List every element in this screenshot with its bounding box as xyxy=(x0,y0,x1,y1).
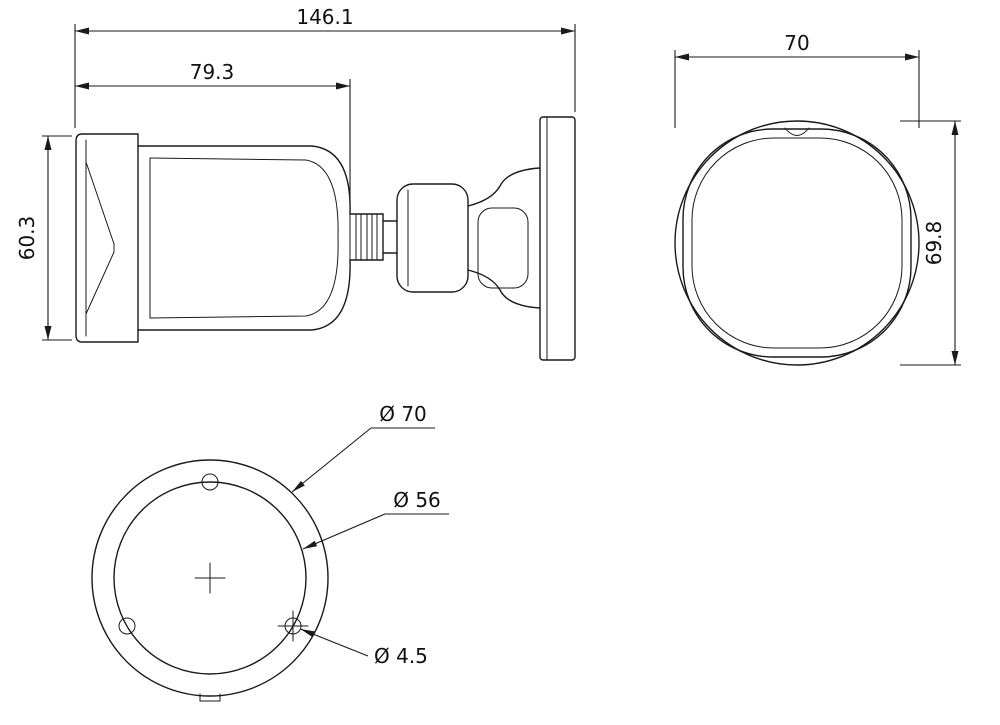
bell-bottom-outline xyxy=(467,269,541,309)
dim-body-height: 60.3 xyxy=(15,135,72,341)
lens-hood-outline xyxy=(75,133,139,343)
camera-side-outline xyxy=(75,116,576,361)
arrowhead xyxy=(303,540,318,549)
bell-top-outline xyxy=(467,167,541,207)
label-hole-diameter: Ø 4.5 xyxy=(374,644,428,668)
lens-cone-line xyxy=(85,251,115,315)
leader-hole-diameter: Ø 4.5 xyxy=(300,628,428,668)
arrowhead xyxy=(44,326,52,340)
camera-front-outline xyxy=(674,120,920,366)
front-face-outer xyxy=(682,128,912,358)
bolt-circle xyxy=(113,481,307,675)
arrowhead xyxy=(951,121,959,135)
leader-line xyxy=(291,427,372,493)
threaded-neck xyxy=(349,213,384,261)
arrowhead xyxy=(336,82,350,90)
label-bolt-circle: Ø 56 xyxy=(393,488,441,512)
base-outer-circle xyxy=(91,459,329,697)
arrowhead xyxy=(905,53,919,61)
arrowhead xyxy=(300,629,315,637)
dim-text-front-height: 69.8 xyxy=(922,221,946,266)
dim-overall-length: 146.1 xyxy=(74,5,576,128)
dim-front-height: 69.8 xyxy=(900,120,961,366)
arrowhead xyxy=(951,351,959,365)
mount-knuckle xyxy=(396,183,469,293)
bottom-view: Ø 70 Ø 56 Ø 4.5 xyxy=(91,402,449,702)
leader-line xyxy=(302,513,386,550)
front-face-inner xyxy=(691,137,903,349)
mounting-hole xyxy=(201,473,219,491)
dim-text-front-width: 70 xyxy=(784,31,809,55)
arrowhead xyxy=(292,480,305,492)
top-notch xyxy=(784,127,810,136)
leader-bolt-circle: Ø 56 xyxy=(302,488,449,550)
leader-outer-diameter: Ø 70 xyxy=(291,402,435,493)
lens-cone-line xyxy=(85,161,115,245)
wall-plate xyxy=(539,116,576,361)
body-bottom-outline xyxy=(137,259,351,331)
body-top-outline xyxy=(137,145,351,215)
body-inner-outline xyxy=(149,157,339,319)
dim-body-length: 79.3 xyxy=(75,60,351,206)
cable-notch xyxy=(199,693,221,702)
arrowhead xyxy=(561,27,575,35)
dim-text-body-length: 79.3 xyxy=(190,60,235,84)
label-outer-diameter: Ø 70 xyxy=(379,402,427,426)
side-view: 146.1 79.3 60.3 xyxy=(15,5,576,361)
dim-text-body-height: 60.3 xyxy=(15,216,39,261)
dim-front-width: 70 xyxy=(674,31,920,128)
front-trim-ring xyxy=(674,120,920,366)
joint-clamp xyxy=(477,207,529,289)
arrowhead xyxy=(44,136,52,150)
arrowhead xyxy=(675,53,689,61)
dim-text-overall-length: 146.1 xyxy=(296,5,353,29)
arrowhead xyxy=(75,27,89,35)
front-view: 70 69.8 xyxy=(674,31,961,366)
mounting-hole xyxy=(118,617,136,635)
arrowhead xyxy=(75,82,89,90)
